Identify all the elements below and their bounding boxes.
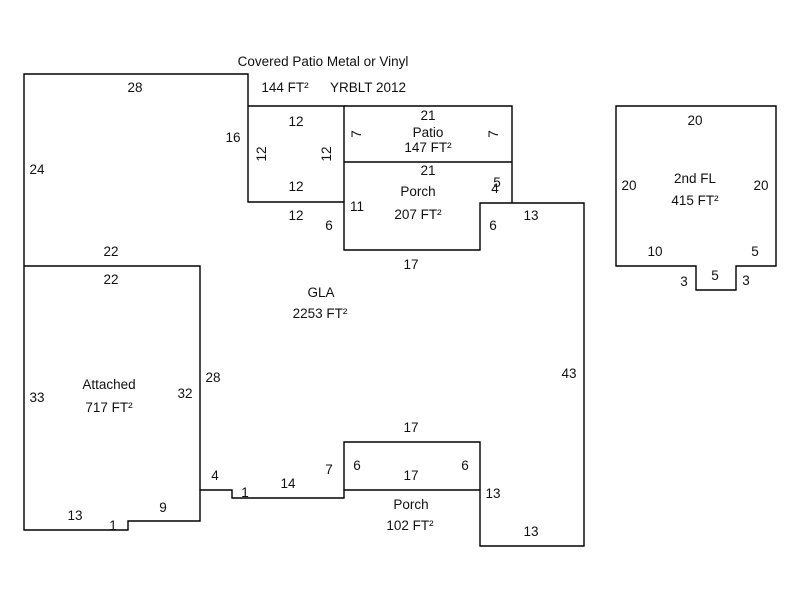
porch-lower-area: 102 FT²: [386, 518, 434, 533]
porch-upper-right-5-dim: 5: [493, 175, 501, 190]
covered-patio-side-dim: 16: [225, 130, 240, 145]
covered-patio-top-dim: 12: [288, 114, 303, 129]
covered-patio-outer-bottom-dim: 12: [288, 208, 303, 223]
gla-area: 2253 FT²: [293, 306, 348, 321]
porch-lower-right-dim: 6: [461, 458, 469, 473]
attached-notch-dim: 1: [109, 518, 117, 533]
patio-right-dim: 7: [486, 130, 501, 138]
gla-label: GLA: [307, 285, 334, 300]
porch-upper-right-6-dim: 6: [489, 218, 497, 233]
porch-lower-top-dim: 17: [403, 468, 418, 483]
lower-porch-outline: [343, 441, 481, 490]
gla-right-dim: 43: [561, 366, 576, 381]
gla-lower-right-dim: 13: [523, 524, 538, 539]
porch-lower-label: Porch: [393, 497, 428, 512]
second-floor-notch-left-dim: 3: [680, 274, 688, 289]
second-floor-notch-right-dim: 3: [742, 273, 750, 288]
patio-outline: [344, 105, 513, 203]
second-floor-top-dim: 20: [687, 113, 702, 128]
second-floor-outline: [615, 105, 777, 291]
second-floor-notch-bottom-dim: 5: [711, 268, 719, 283]
attached-label: Attached: [82, 377, 135, 392]
second-floor-bottom-left-dim: 10: [647, 244, 662, 259]
covered-patio-title: Covered Patio Metal or Vinyl: [238, 54, 409, 69]
attached-right-bottom-dim: 9: [159, 500, 167, 515]
gla-step-1-dim: 1: [241, 485, 249, 500]
gla-step-4-dim: 4: [211, 468, 219, 483]
porch-upper-left-dim: 11: [350, 199, 364, 214]
porch-upper-bottom-dim: 17: [403, 257, 418, 272]
gla-mid-left-dim: 22: [103, 244, 118, 259]
gla-left-dim: 24: [29, 162, 45, 177]
gla-top-dim: 28: [127, 80, 142, 95]
attached-garage-outline: [24, 265, 201, 490]
patio-left-dim: 7: [349, 130, 364, 138]
attached-left-dim: 33: [29, 390, 44, 405]
gla-wall-14-dim: 14: [280, 476, 296, 491]
gla-right-top-dim: 13: [523, 208, 538, 223]
porch-lower-top-outer-dim: 17: [403, 420, 418, 435]
second-floor-bottom-right-dim: 5: [751, 244, 759, 259]
covered-patio-bottom-dim: 12: [288, 179, 303, 194]
covered-patio-right-dim: 12: [319, 146, 334, 161]
porch-upper-right-4-dim: 4: [491, 181, 499, 196]
second-floor-left-dim: 20: [621, 178, 636, 193]
porch-upper-top-dim: 21: [420, 163, 435, 178]
patio-label: Patio: [413, 125, 444, 140]
patio-area: 147 FT²: [404, 140, 452, 155]
gla-notch-6-dim: 6: [325, 218, 333, 233]
year-built-label: YRBLT 2012: [330, 80, 406, 95]
patio-top-dim: 21: [420, 108, 435, 123]
porch-upper-label: Porch: [400, 184, 435, 199]
gla-garage-side-dim: 28: [205, 370, 220, 385]
second-floor-area: 415 FT²: [671, 193, 719, 208]
attached-bottom-dim: 13: [67, 508, 82, 523]
porch-upper-area: 207 FT²: [394, 207, 442, 222]
covered-patio-area: 144 FT²: [261, 80, 309, 95]
porch-lower-left-dim: 6: [353, 458, 361, 473]
attached-right-dim: 32: [177, 386, 192, 401]
covered-patio-left-dim: 12: [254, 146, 269, 161]
gla-step-7-dim: 7: [325, 462, 333, 477]
second-floor-right-dim: 20: [753, 178, 768, 193]
attached-area: 717 FT²: [85, 400, 133, 415]
gla-bottom-right-dim: 13: [485, 486, 500, 501]
second-floor-label: 2nd FL: [674, 171, 717, 186]
attached-top-dim: 22: [103, 272, 118, 287]
